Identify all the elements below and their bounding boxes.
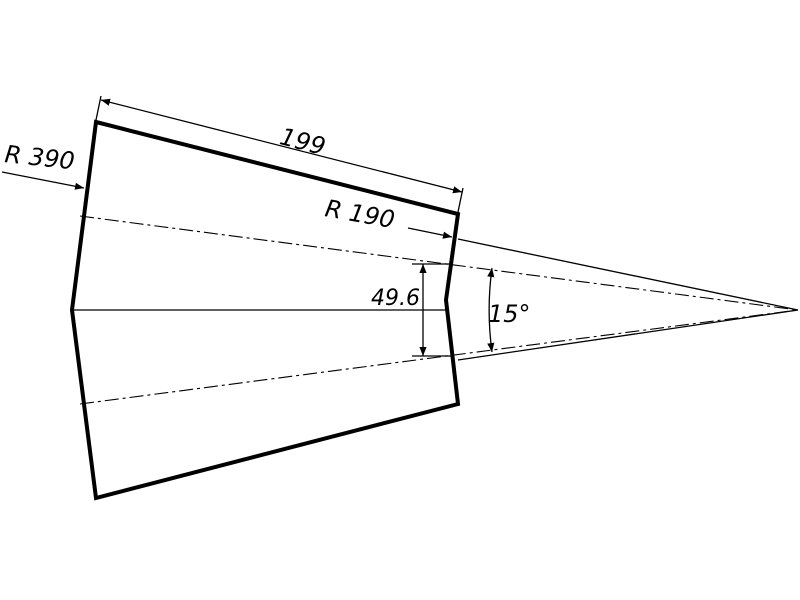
outer-radius-leader	[1, 171, 85, 190]
length-dimension-line	[100, 98, 463, 194]
apex-construction-line	[457, 238, 799, 311]
apex-construction-line-lower	[457, 309, 799, 361]
angle-dimension-arc	[487, 267, 495, 353]
inner-radius-leader	[407, 227, 453, 239]
centerline-upper	[79, 215, 799, 311]
height-label: 49.6	[371, 286, 420, 311]
angle-label: 15°	[488, 300, 531, 328]
inner-radius-label: R 190	[323, 194, 397, 234]
length-extension-left	[95, 95, 102, 121]
length-extension-right	[457, 187, 464, 213]
length-label: 199	[277, 122, 328, 160]
outer-radius-label: R 390	[3, 140, 76, 175]
centerline-lower	[79, 309, 799, 405]
